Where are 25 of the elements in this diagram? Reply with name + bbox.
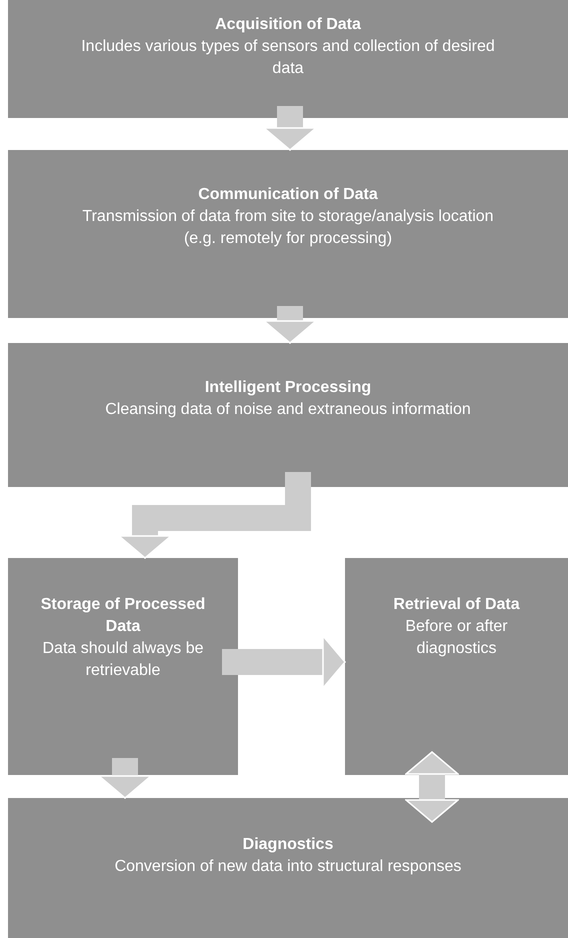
box-title: Retrieval of Data xyxy=(392,595,521,615)
box-description: Before or after diagnostics xyxy=(404,617,509,659)
block-arrow xyxy=(98,758,152,799)
box-description: (e.g. remotely for processing) xyxy=(182,229,394,249)
box-description: Conversion of new data into structural responses xyxy=(114,857,462,877)
box-title: Communication of Data xyxy=(197,185,379,205)
block-arrow xyxy=(405,751,459,823)
block-arrow xyxy=(263,306,317,344)
block-arrow xyxy=(263,106,317,151)
block-arrow xyxy=(118,472,311,559)
process-box xyxy=(8,343,568,487)
box-description: Transmission of data from site to storage/analysis location xyxy=(81,207,495,227)
process-box xyxy=(8,0,568,118)
block-arrow xyxy=(222,635,346,689)
process-box xyxy=(8,558,238,775)
box-title: Diagnostics xyxy=(242,835,334,855)
process-box xyxy=(345,558,568,775)
box-description: Cleansing data of noise and extraneous information xyxy=(104,400,472,420)
box-description: Includes various types of sensors and collection of desired data xyxy=(80,37,496,79)
box-title: Storage of Processed Data xyxy=(40,595,206,637)
process-box xyxy=(8,798,568,938)
box-title: Acquisition of Data xyxy=(214,15,362,35)
box-title: Intelligent Processing xyxy=(204,378,372,398)
box-description: Data should always be retrievable xyxy=(42,639,204,681)
process-box xyxy=(8,150,568,318)
